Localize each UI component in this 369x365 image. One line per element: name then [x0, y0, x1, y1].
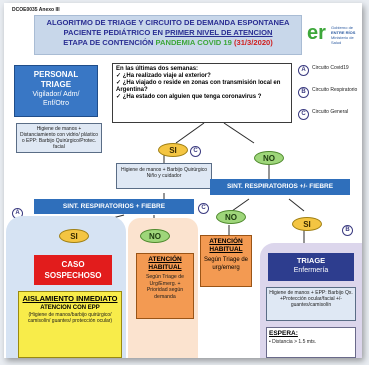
title-band: ALGORITMO DE TRIAGE Y CIRCUITO DE DEMAND…: [34, 15, 302, 55]
hygiene-mid-box: Higiene de manos + Barbijo Quirúrgico Ni…: [116, 163, 212, 189]
decision-no-right: NO: [216, 210, 246, 224]
aislamiento-box: AISLAMIENTO INMEDIATO ATENCION CON EPP (…: [18, 291, 122, 358]
arrow-questions-to-si: [175, 122, 205, 144]
hygiene-right-box: Higiene de manos + EPP: Barbijo Qx. +Pro…: [266, 287, 356, 321]
legend-a: A Circuito Covid19: [298, 65, 360, 87]
circuit-c-marker: C: [190, 146, 201, 157]
title-line1: ALGORITMO DE TRIAGE Y CIRCUITO DE DEMAND…: [46, 18, 290, 27]
triage-enfermeria-box: TRIAGE Enfermería: [268, 253, 354, 281]
decision-no-left: NO: [140, 229, 170, 243]
resp-fever-left-bar: SINT. RESPIRATORIOS + FIEBRE: [34, 199, 194, 214]
title-line3: ETAPA DE CONTENCIÓN PANDEMIA COVID 19 (3…: [63, 38, 273, 47]
logo-mark: er: [307, 22, 326, 44]
circuit-c-marker-2: C: [198, 203, 209, 214]
legend: A Circuito Covid19 B Circuito Respirator…: [298, 65, 360, 145]
doc-code: DCOE0035 Anexo III: [12, 7, 60, 13]
arrow-questions-to-no: [223, 122, 255, 144]
atencion-habitual-right-box: ATENCIÓN HABITUAL Según Triage de urg/em…: [200, 235, 252, 287]
hygiene-top-box: Higiene de manos + Distanciamiento con v…: [16, 123, 102, 153]
arrow-right-to-no: [231, 198, 250, 212]
screening-questions-box: En las últimas dos semanas: ✓ ¿Ha realiz…: [112, 63, 292, 123]
decision-no-top: NO: [254, 151, 284, 165]
personal-triage-box: PERSONAL TRIAGE Vigilador/ Adm/ Enf/Otro: [14, 65, 98, 117]
arrow-right-to-si: [288, 198, 305, 212]
decision-si-right: SI: [292, 217, 322, 231]
legend-c: C Circuito General: [298, 109, 360, 131]
circuit-b-marker: B: [342, 225, 353, 236]
decision-si-left: SI: [59, 229, 89, 243]
caso-sospechoso-box: CASO SOSPECHOSO: [34, 255, 112, 285]
resp-fever-right-bar: SINT. RESPIRATORIOS +/- FIEBRE: [210, 179, 350, 195]
document-sheet: DCOE0035 Anexo III ALGORITMO DE TRIAGE Y…: [4, 3, 362, 358]
atencion-habitual-left-box: ATENCIÓN HABITUAL Según Triage de Urg/Em…: [136, 253, 194, 319]
decision-si-top: SI: [158, 143, 188, 157]
title-line2: PACIENTE PEDIÁTRICO EN PRIMER NIVEL DE A…: [63, 28, 273, 37]
espera-box: ESPERA: • Distancia > 1.5 mts.: [266, 327, 356, 358]
legend-b: B Circuito Respiratorio: [298, 87, 360, 109]
